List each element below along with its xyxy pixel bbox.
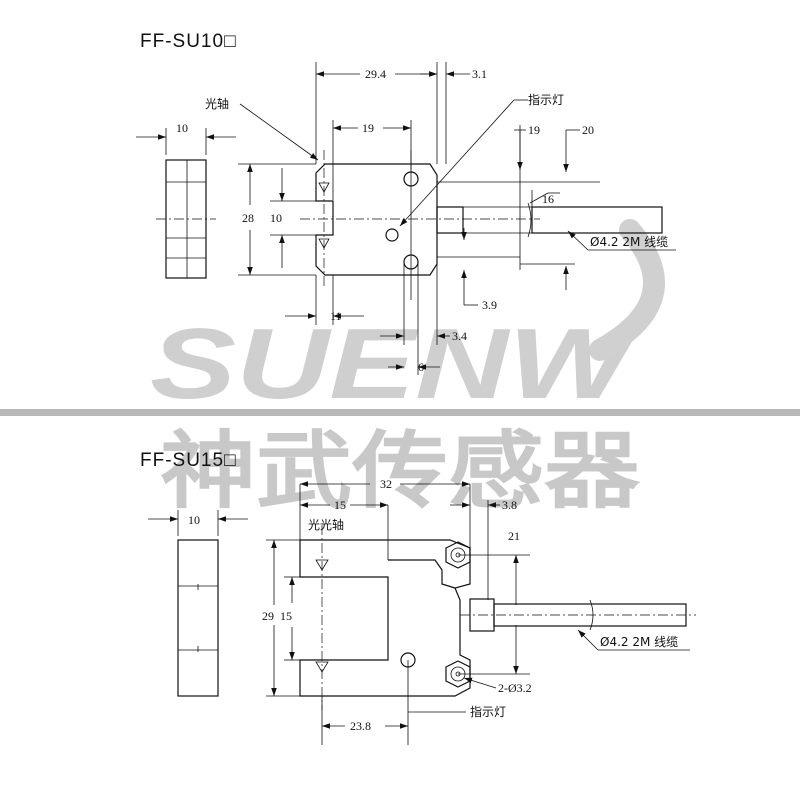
su10-dim-hole-pitch: 6 [418,360,424,374]
su10-dim-cable-19: 19 [528,123,540,137]
su15-dim-width: 32 [380,477,392,491]
su10-dim-cable-20: 20 [582,123,594,137]
section-separator [0,409,800,416]
su10-label-cable: Ø4.2 2M 线缆 [590,235,668,249]
su10-dim-hole-offset: 3.4 [452,329,467,343]
su10-dim-slot-width: 19 [362,121,374,135]
su15-dim-hole-span: 21 [508,529,520,543]
su10-drawing: FF-SU10□ 10 [136,31,676,375]
watermark-brand-en: SUENW [150,308,640,420]
watermark-swoosh [589,219,665,361]
su10-dim-side-width: 10 [176,121,188,135]
su10-label-axis: 光轴 [205,96,229,111]
su10-side-view: 10 [136,121,236,279]
su10-dim-slot-depth: 10 [270,211,282,225]
su15-side-view: 10 [148,510,248,697]
su15-dim-height: 29 [262,609,274,623]
su15-label-indicator: 指示灯 [470,704,506,719]
su10-dim-edge: 3.1 [472,67,487,81]
su15-dim-side-width: 10 [188,513,200,527]
su10-dim-width: 29.4 [365,67,386,81]
su10-front-view [300,150,663,375]
su10-dim-cable-16: 16 [542,192,554,206]
su10-label-indicator: 指示灯 [528,92,564,107]
su15-label-axis: 光光轴 [308,517,344,532]
su15-dim-bottom-width: 23.8 [350,719,371,733]
su10-title: FF-SU10□ [140,31,237,52]
su15-dim-slot-depth: 15 [280,609,292,623]
su15-dim-slot-width: 15 [334,498,346,512]
su15-dim-edge: 3.8 [502,498,517,512]
su10-dim-bottom-width: 11 [330,309,342,323]
watermark: SUENW 神武传感器 [150,219,665,520]
su10-dim-height: 28 [242,211,254,225]
su15-label-holes: 2-Ø3.2 [498,681,532,695]
watermark-brand-cn: 神武传感器 [160,422,641,520]
su15-label-cable: Ø4.2 2M 线缆 [600,635,678,649]
su15-title: FF-SU15□ [140,450,237,471]
su10-dim-gap: 3.9 [482,298,497,312]
su15-drawing: FF-SU15□ 10 [140,450,696,745]
